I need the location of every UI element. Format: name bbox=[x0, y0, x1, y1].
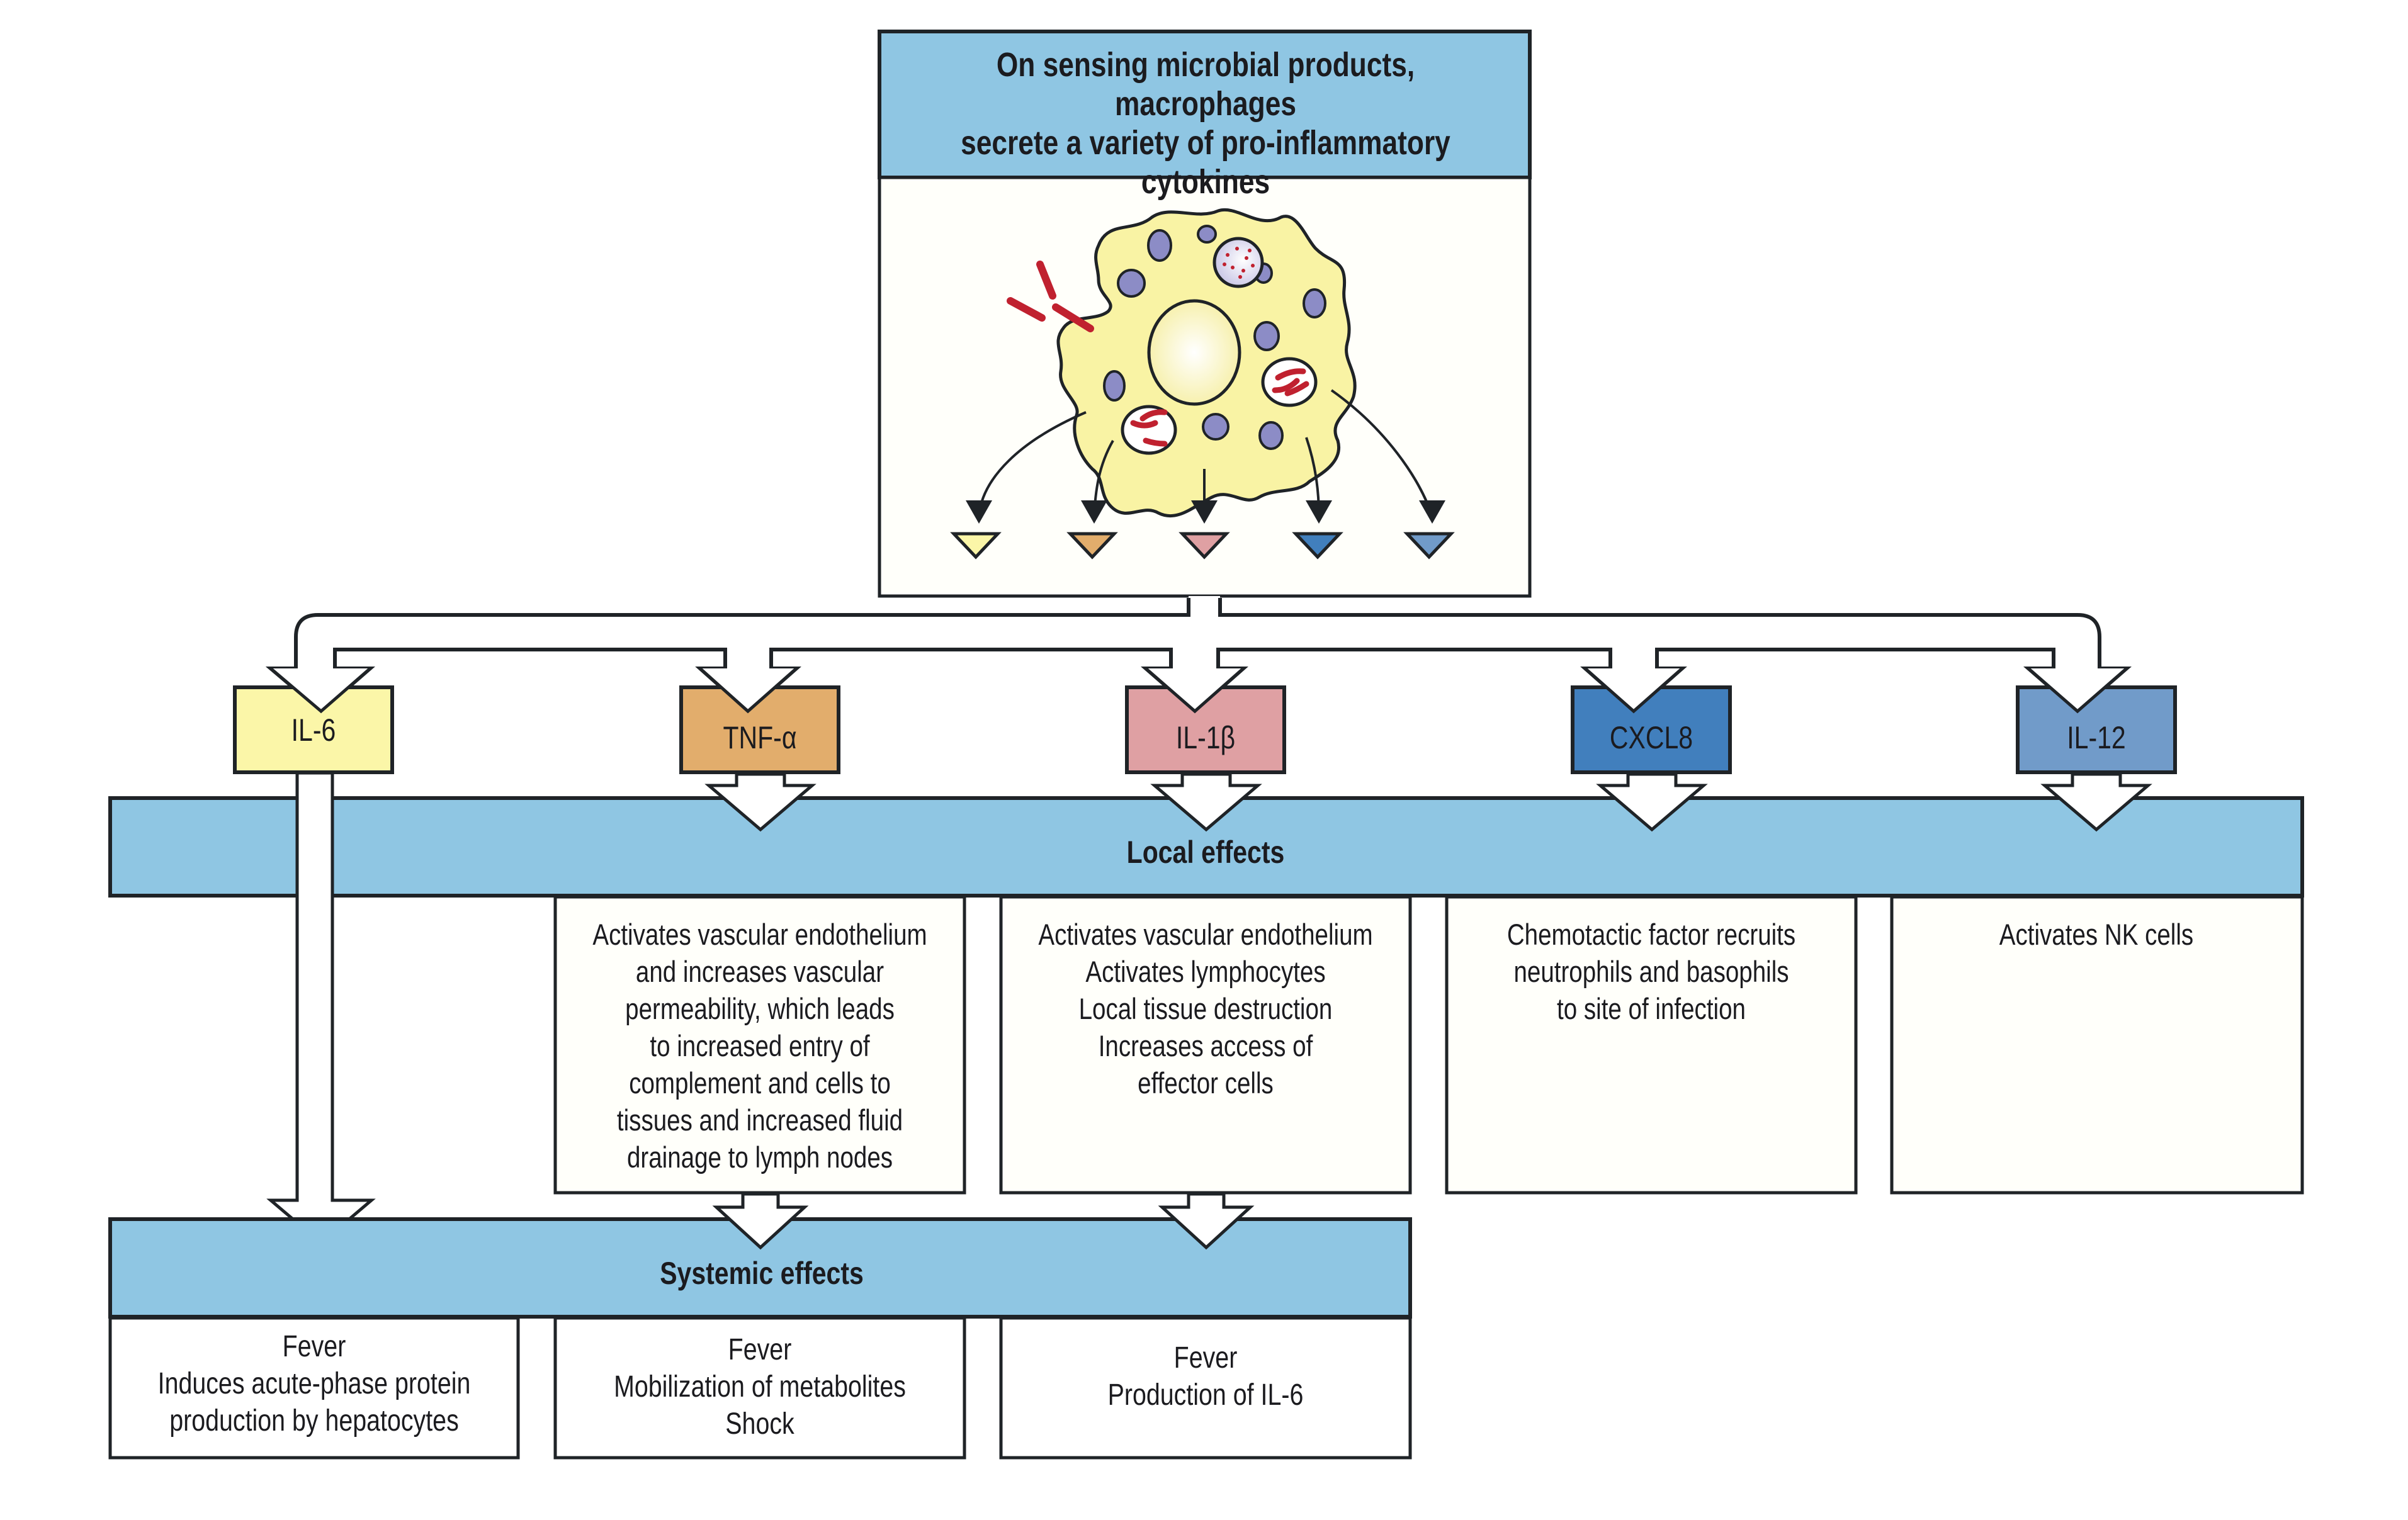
local-effect-boxes bbox=[553, 895, 2304, 1195]
engulfed-bacteria bbox=[1130, 368, 1309, 447]
local-effect-text-il1b: Activates vascular endothelium Activates… bbox=[1038, 918, 1373, 1100]
cytokine-label-il6: IL-6 bbox=[291, 712, 336, 748]
box-entry-arrows bbox=[269, 667, 2128, 714]
systemic-effect-boxes bbox=[108, 1316, 1412, 1460]
local-box-tnfa bbox=[553, 895, 966, 1195]
arrowheads bbox=[966, 500, 1445, 524]
il1b-triangle-icon bbox=[1179, 532, 1230, 560]
cytokine-label-tnfa: TNF-α bbox=[723, 720, 797, 755]
il12-triangle-icon bbox=[1403, 532, 1455, 560]
local-arrows bbox=[704, 772, 2152, 832]
local-box-il12 bbox=[1890, 895, 2304, 1195]
local-effect-text-il12: Activates NK cells bbox=[1999, 918, 2194, 951]
cytokine-label-il12: IL-12 bbox=[2067, 720, 2126, 755]
systemic-arrows bbox=[712, 1192, 1255, 1250]
local-box-il1b bbox=[999, 895, 1412, 1195]
cxcl8-triangle-icon bbox=[1292, 532, 1343, 560]
local-effect-text-tnfa: Activates vascular endothelium and incre… bbox=[592, 918, 927, 1174]
macrophage-cell-illustration bbox=[1007, 208, 1357, 518]
systemic-effects-heading: Systemic effects bbox=[660, 1256, 864, 1291]
cxcl8-box bbox=[1571, 685, 1732, 774]
local-effect-text-cxcl8: Chemotactic factor recruits neutrophils … bbox=[1506, 918, 1796, 1025]
local-box-cxcl8 bbox=[1445, 895, 1858, 1195]
systemic-box-il6 bbox=[108, 1316, 520, 1460]
nucleus bbox=[1147, 299, 1241, 406]
tnfa-triangle-icon bbox=[1066, 532, 1118, 560]
diagram-title: On sensing microbial products, macrophag… bbox=[961, 46, 1450, 201]
systemic-box-tnfa bbox=[553, 1316, 966, 1460]
systemic-effect-text-il1b: Fever Production of IL-6 bbox=[1107, 1341, 1304, 1412]
vacuole-dots bbox=[1223, 247, 1255, 279]
systemic-box-il1b bbox=[999, 1316, 1412, 1460]
title-band bbox=[878, 30, 1532, 179]
systemic-effect-text-il6: Fever Induces acute-phase protein produc… bbox=[157, 1330, 471, 1438]
cytokine-label-cxcl8: CXCL8 bbox=[1609, 720, 1693, 755]
local-effects-heading: Local effects bbox=[1126, 835, 1285, 870]
bacteria-icon bbox=[1007, 261, 1094, 332]
cytokine-triangles bbox=[950, 532, 1455, 560]
systemic-effect-text-tnfa: Fever Mobilization of metabolites Shock bbox=[614, 1333, 906, 1441]
il6-triangle-icon bbox=[950, 532, 1002, 560]
cytokine-label-il1b: IL-1β bbox=[1175, 720, 1236, 755]
granular-vacuole bbox=[1212, 237, 1264, 288]
